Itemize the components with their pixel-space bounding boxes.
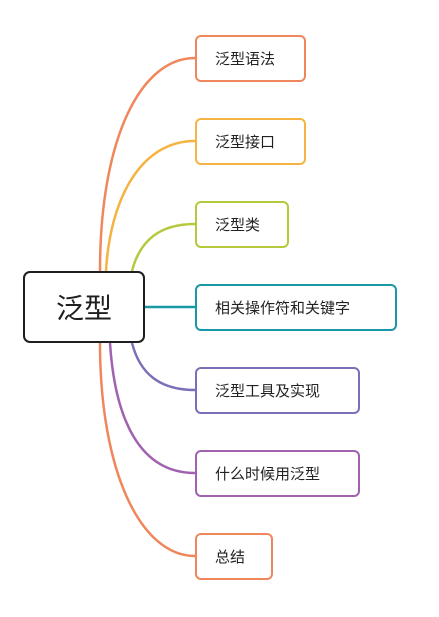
- root-topic-label: 泛型: [55, 292, 112, 325]
- branch-label: 相关操作符和关键字: [215, 299, 351, 317]
- connector-4: [130, 342, 196, 392]
- branch-label: 泛型接口: [215, 133, 276, 151]
- branch-label: 总结: [215, 548, 246, 566]
- connector-6: [98, 342, 196, 558]
- root-topic[interactable]: 泛型: [23, 271, 145, 343]
- branch-label: 泛型语法: [215, 50, 276, 68]
- branch-label: 泛型类: [215, 216, 261, 234]
- branch-node[interactable]: 泛型工具及实现: [195, 367, 360, 414]
- branch-label: 泛型工具及实现: [215, 382, 321, 400]
- connector-1: [104, 139, 196, 272]
- branch-node[interactable]: 泛型接口: [195, 118, 306, 165]
- branch-node[interactable]: 泛型类: [195, 201, 289, 248]
- connector-2: [130, 222, 196, 272]
- branch-node[interactable]: 相关操作符和关键字: [195, 284, 397, 331]
- branch-node[interactable]: 总结: [195, 533, 273, 580]
- connector-5: [108, 342, 196, 475]
- connector-0: [98, 56, 196, 272]
- branch-node[interactable]: 泛型语法: [195, 35, 306, 82]
- branch-node[interactable]: 什么时候用泛型: [195, 450, 360, 497]
- branch-label: 什么时候用泛型: [215, 465, 321, 483]
